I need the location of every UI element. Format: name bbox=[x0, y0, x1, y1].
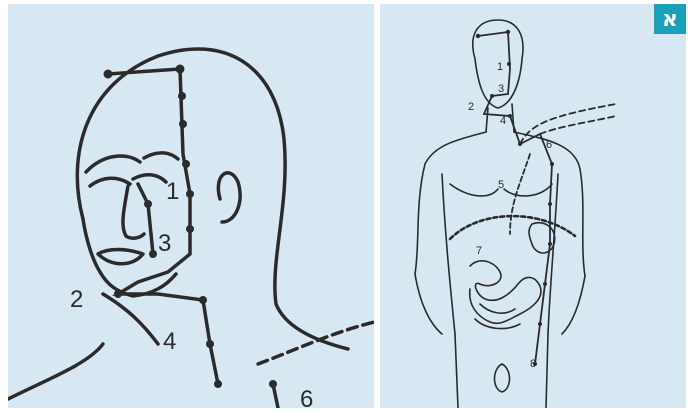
acupoint bbox=[543, 282, 547, 286]
acupoint bbox=[199, 296, 207, 304]
diaphragm-line bbox=[450, 216, 575, 239]
head-closeup-panel: 1 3 2 4 6 bbox=[8, 4, 374, 408]
label-3: 3 bbox=[498, 84, 504, 95]
acupoint bbox=[476, 34, 480, 38]
acupoint bbox=[538, 322, 542, 326]
eye-right bbox=[90, 178, 130, 186]
chin-neck-line bbox=[103, 294, 158, 344]
acupoint bbox=[182, 160, 190, 168]
full-body-drawing bbox=[380, 4, 686, 408]
acupoint bbox=[518, 142, 522, 146]
acupoint bbox=[548, 202, 552, 206]
acupoint bbox=[269, 380, 277, 388]
collar-dashed-line bbox=[258, 322, 374, 364]
label-4: 4 bbox=[500, 116, 506, 127]
figure-legs bbox=[455, 334, 548, 408]
label-1: 1 bbox=[497, 62, 503, 73]
intestines bbox=[470, 261, 541, 323]
label-6: 6 bbox=[546, 140, 552, 151]
acupoint bbox=[550, 162, 554, 166]
acupoint bbox=[104, 70, 113, 79]
meridian-branch bbox=[138, 184, 153, 254]
acupoint bbox=[149, 250, 157, 258]
figure-groin bbox=[495, 364, 510, 392]
acupoint bbox=[508, 114, 512, 118]
meridian-dashed-upper bbox=[520, 104, 616, 144]
figure-arms bbox=[415, 274, 585, 334]
eye-left bbox=[133, 175, 166, 182]
acupoint bbox=[176, 65, 185, 74]
label-1: 1 bbox=[166, 180, 179, 204]
label-3: 3 bbox=[158, 232, 171, 256]
acupoint bbox=[186, 190, 194, 198]
nose bbox=[123, 186, 144, 238]
label-5: 5 bbox=[498, 180, 504, 191]
brow-right bbox=[86, 156, 140, 172]
acupoint bbox=[186, 225, 194, 233]
label-2: 2 bbox=[468, 102, 474, 113]
figure-torso bbox=[415, 132, 585, 276]
acupoint bbox=[178, 92, 186, 100]
acupoint bbox=[548, 242, 552, 246]
shoulder-left bbox=[8, 344, 103, 399]
label-2: 2 bbox=[70, 288, 83, 312]
acupoint bbox=[206, 340, 214, 348]
acupoint bbox=[490, 94, 494, 98]
acupoint bbox=[179, 120, 187, 128]
label-6: 6 bbox=[300, 388, 313, 408]
acupoint bbox=[507, 62, 511, 66]
acupoint bbox=[506, 30, 510, 34]
ear bbox=[218, 173, 240, 222]
mouth bbox=[98, 250, 143, 264]
acupoint bbox=[144, 200, 152, 208]
label-8: 8 bbox=[530, 359, 536, 370]
meridian-main bbox=[478, 32, 552, 364]
head-closeup-drawing bbox=[8, 4, 374, 408]
label-4: 4 bbox=[163, 330, 176, 354]
full-body-panel: 1 3 2 4 6 5 7 8 א bbox=[380, 4, 686, 408]
acupoint bbox=[114, 290, 122, 298]
acupoint bbox=[214, 380, 222, 388]
panel-badge: א bbox=[654, 4, 686, 34]
label-7: 7 bbox=[476, 246, 482, 257]
brow-left bbox=[144, 153, 178, 159]
figure-waist bbox=[442, 174, 558, 334]
